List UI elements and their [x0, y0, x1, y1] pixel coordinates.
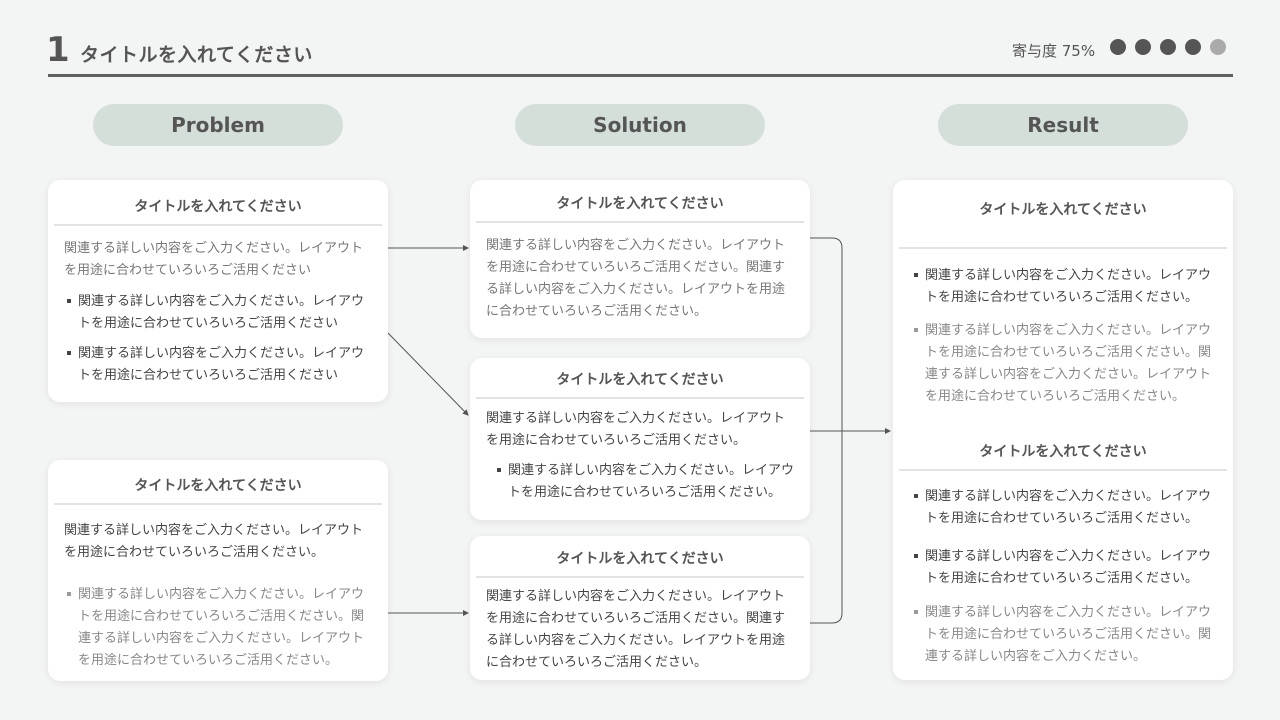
- solution-card-2-body: 関連する詳しい内容をご入力ください。レイアウトを用途に合わせていろいろご活用くだ…: [486, 411, 786, 448]
- dot-5: [1210, 39, 1226, 55]
- dot-3: [1160, 39, 1176, 55]
- problem-card-2-body: 関連する詳しい内容をご入力ください。レイアウトを用途に合わせていろいろご活用くだ…: [64, 523, 364, 560]
- result-section-2-bullet-3: 関連する詳しい内容をご入力ください。レイアウトを用途に合わせていろいろご活用くだ…: [911, 602, 1219, 668]
- result-section-1-bullet-1: 関連する詳しい内容をご入力ください。レイアウトを用途に合わせていろいろご活用くだ…: [911, 265, 1219, 309]
- solution-pill: Solution: [515, 104, 765, 146]
- problem-card-1-title: タイトルを入れてください: [54, 180, 382, 226]
- problem-card-2-title: タイトルを入れてください: [54, 460, 382, 505]
- problem-card-1-body: 関連する詳しい内容をご入力ください。レイアウトを用途に合わせていろいろご活用くだ…: [64, 241, 364, 278]
- problem-card-1: タイトルを入れてください 関連する詳しい内容をご入力ください。レイアウトを用途に…: [48, 180, 388, 402]
- dot-2: [1135, 39, 1151, 55]
- connector-p1-s2: [387, 332, 469, 416]
- result-section-2-bullet-2: 関連する詳しい内容をご入力ください。レイアウトを用途に合わせていろいろご活用くだ…: [911, 546, 1219, 590]
- solution-card-2: タイトルを入れてください 関連する詳しい内容をご入力ください。レイアウトを用途に…: [470, 358, 810, 520]
- solution-card-1-title: タイトルを入れてください: [476, 180, 804, 223]
- result-section-2-title: タイトルを入れてください: [899, 408, 1227, 471]
- problem-card-2: タイトルを入れてください 関連する詳しい内容をご入力ください。レイアウトを用途に…: [48, 460, 388, 681]
- problem-card-2-bullet-1: 関連する詳しい内容をご入力ください。レイアウトを用途に合わせていろいろご活用くだ…: [64, 584, 374, 672]
- solution-card-1-body: 関連する詳しい内容をご入力ください。レイアウトを用途に合わせていろいろご活用くだ…: [486, 238, 786, 319]
- dot-4: [1185, 39, 1201, 55]
- result-section-1-title: タイトルを入れてください: [899, 180, 1227, 249]
- result-section-1-bullet-2: 関連する詳しい内容をご入力ください。レイアウトを用途に合わせていろいろご活用くだ…: [911, 320, 1219, 408]
- solution-card-3: タイトルを入れてください 関連する詳しい内容をご入力ください。レイアウトを用途に…: [470, 536, 810, 680]
- header-divider: [48, 74, 1233, 77]
- result-card: タイトルを入れてください 関連する詳しい内容をご入力ください。レイアウトを用途に…: [893, 180, 1233, 680]
- result-pill: Result: [938, 104, 1188, 146]
- dot-1: [1110, 39, 1126, 55]
- connector-s-bracket: [810, 237, 843, 624]
- problem-card-1-bullet-1: 関連する詳しい内容をご入力ください。レイアウトを用途に合わせていろいろご活用くだ…: [64, 291, 374, 335]
- solution-card-2-bullet-1: 関連する詳しい内容をご入力ください。レイアウトを用途に合わせていろいろご活用くだ…: [494, 460, 796, 504]
- slide-number: 1: [46, 30, 70, 70]
- problem-card-1-bullet-2: 関連する詳しい内容をご入力ください。レイアウトを用途に合わせていろいろご活用くだ…: [64, 343, 374, 387]
- contribution-dots: [1110, 39, 1226, 55]
- page-title: タイトルを入れてください: [80, 44, 313, 66]
- solution-card-2-title: タイトルを入れてください: [476, 358, 804, 399]
- result-section-2-bullet-1: 関連する詳しい内容をご入力ください。レイアウトを用途に合わせていろいろご活用くだ…: [911, 486, 1219, 530]
- problem-pill: Problem: [93, 104, 343, 146]
- solution-card-3-body: 関連する詳しい内容をご入力ください。レイアウトを用途に合わせていろいろご活用くだ…: [486, 589, 786, 670]
- contribution-label: 寄与度 75%: [1012, 42, 1096, 60]
- solution-card-1: タイトルを入れてください 関連する詳しい内容をご入力ください。レイアウトを用途に…: [470, 180, 810, 338]
- solution-card-3-title: タイトルを入れてください: [476, 536, 804, 578]
